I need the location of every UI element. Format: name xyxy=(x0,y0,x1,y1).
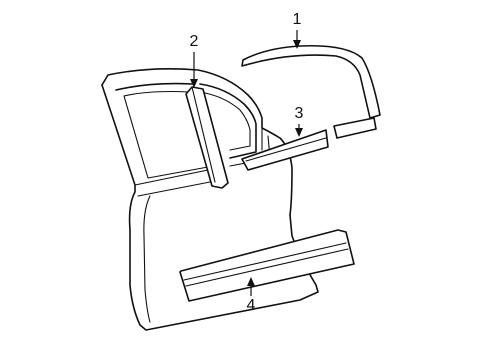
door-frame-outer xyxy=(101,67,293,216)
callout-2-arrow-icon xyxy=(190,79,198,88)
part-1-frame-molding xyxy=(241,44,381,139)
part-3-belt-molding xyxy=(241,129,329,171)
callout-3-arrow-icon xyxy=(295,128,303,137)
callout-3: 3 xyxy=(295,105,304,137)
frame-molding-lower-end xyxy=(333,117,377,139)
door-inner-edge xyxy=(143,195,151,323)
door-frame-lower xyxy=(134,159,263,197)
window-frame-outer xyxy=(115,82,257,159)
body-side-molding xyxy=(179,229,355,302)
pillar-applique-edge xyxy=(191,86,216,183)
callout-4-arrow-icon xyxy=(247,277,255,286)
window-frame-inner xyxy=(123,90,251,179)
callout-3-label: 3 xyxy=(295,105,304,122)
callout-4-label: 4 xyxy=(247,297,256,314)
callout-1-label: 1 xyxy=(293,11,302,28)
callout-2: 2 xyxy=(190,33,199,88)
belt-molding-edge xyxy=(245,137,327,162)
callout-1-arrow-icon xyxy=(293,40,301,49)
part-4-body-molding xyxy=(179,229,355,302)
callout-1: 1 xyxy=(293,11,302,49)
callout-2-label: 2 xyxy=(190,33,199,50)
body-side-molding-groove xyxy=(183,242,349,287)
frame-molding-upper xyxy=(241,44,381,119)
door-window xyxy=(115,82,257,179)
callout-4: 4 xyxy=(247,277,256,314)
part-2-pillar-applique xyxy=(185,86,229,189)
